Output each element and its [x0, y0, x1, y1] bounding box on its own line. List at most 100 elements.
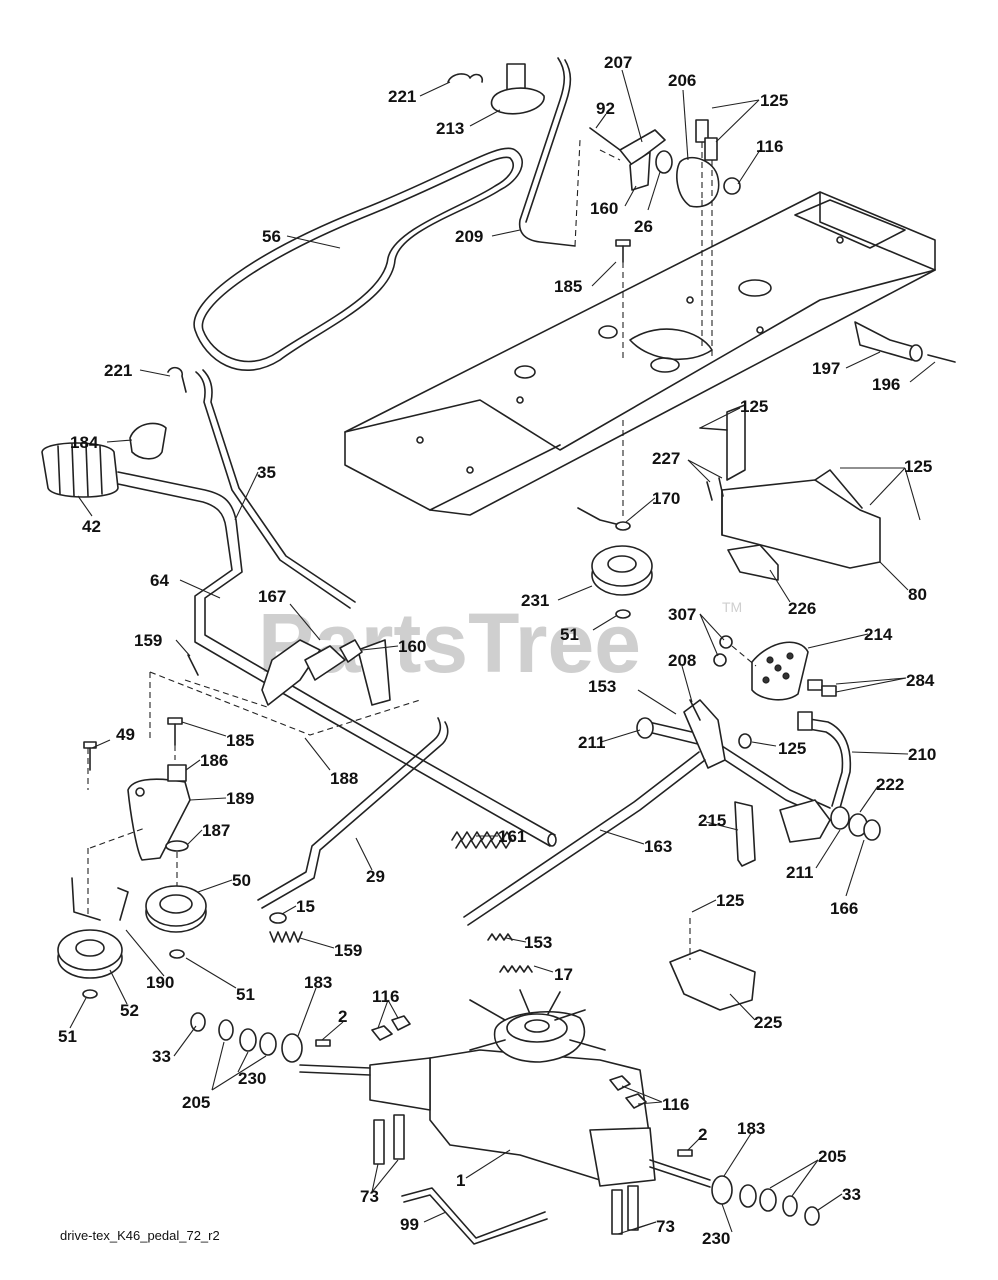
rod-99-part[interactable]: [401, 1187, 548, 1245]
rod-35-part[interactable]: [195, 369, 356, 609]
keeper-221-top[interactable]: [447, 73, 484, 83]
pulley-231-part[interactable]: [591, 545, 653, 619]
callout-99: 99: [400, 1215, 419, 1234]
callout-42: 42: [82, 517, 101, 536]
bracket-226-part[interactable]: [727, 544, 779, 581]
callout-26: 26: [634, 217, 653, 236]
spring-17-part[interactable]: [499, 965, 533, 973]
callout-51: 51: [560, 625, 579, 644]
idler-arm-189-part[interactable]: [87, 748, 191, 915]
callout-205: 205: [182, 1093, 210, 1112]
callout-2: 2: [698, 1125, 707, 1144]
plate-215-part[interactable]: [734, 801, 756, 867]
callout-187: 187: [202, 821, 230, 840]
rod-163-part[interactable]: [463, 751, 706, 926]
knob-213-part[interactable]: [490, 63, 545, 115]
clip-160-mid[interactable]: [339, 639, 363, 663]
bracket-125-top-right[interactable]: [699, 404, 746, 481]
callout-213: 213: [436, 119, 464, 138]
callout-35: 35: [257, 463, 276, 482]
keeper-170-part[interactable]: [577, 420, 631, 531]
spring-153-part[interactable]: [487, 933, 513, 941]
keeper-221-mid[interactable]: [167, 366, 187, 393]
callout-15: 15: [296, 897, 315, 916]
callout-161: 161: [498, 827, 526, 846]
washer-211-mid[interactable]: [636, 717, 654, 739]
spring-161-part[interactable]: [451, 831, 513, 849]
drive-belt-part[interactable]: [193, 147, 523, 371]
callout-222: 222: [876, 775, 904, 794]
rod-29-part[interactable]: [257, 717, 449, 909]
callout-208: 208: [668, 651, 696, 670]
nuts-116-left[interactable]: [371, 1015, 411, 1041]
bracket-206-part[interactable]: [655, 119, 741, 360]
bushing-187-part[interactable]: [165, 840, 189, 852]
callout-197: 197: [812, 359, 840, 378]
nuts-116-right[interactable]: [609, 1075, 647, 1109]
clip-15-part[interactable]: [269, 912, 287, 924]
callout-226: 226: [788, 599, 816, 618]
callout-209: 209: [455, 227, 483, 246]
pedal-214-part[interactable]: [713, 635, 809, 701]
guard-190-part[interactable]: [71, 877, 129, 921]
callout-160: 160: [398, 637, 426, 656]
arm-208-part[interactable]: [683, 699, 726, 769]
keys-2[interactable]: [315, 1039, 693, 1157]
washers-left[interactable]: [190, 1012, 303, 1063]
callout-159: 159: [134, 631, 162, 650]
callout-51: 51: [58, 1027, 77, 1046]
callout-206: 206: [668, 71, 696, 90]
bracket-80-part[interactable]: [721, 469, 881, 569]
washers-right[interactable]: [711, 1175, 820, 1226]
idler-pulley-50-part[interactable]: [145, 852, 207, 959]
callout-307: 307: [668, 605, 696, 624]
shaft-64-part[interactable]: [117, 471, 557, 847]
pin-125-mid[interactable]: [738, 733, 752, 749]
bolts-73-left[interactable]: [373, 1114, 405, 1165]
callout-33: 33: [842, 1185, 861, 1204]
callout-80: 80: [908, 585, 927, 604]
frame-part[interactable]: [344, 191, 936, 516]
bolt-185-mid[interactable]: [167, 717, 183, 760]
leader-lines: [69, 69, 936, 1235]
callout-29: 29: [366, 867, 385, 886]
bracket-188-part[interactable]: [149, 671, 421, 740]
callout-166: 166: [830, 899, 858, 918]
bolt-185-top[interactable]: [615, 239, 631, 360]
pad-284-part[interactable]: [807, 679, 837, 697]
bolts-73-right[interactable]: [611, 1185, 639, 1235]
callout-163: 163: [644, 837, 672, 856]
callout-211: 211: [578, 733, 605, 752]
bracket-207-part[interactable]: [589, 127, 666, 191]
knob-184-part[interactable]: [129, 422, 167, 460]
lift-rod-209-part[interactable]: [518, 57, 581, 247]
spacer-186-part[interactable]: [167, 764, 187, 782]
bolt-227-part[interactable]: [706, 477, 724, 501]
transaxle-1-part[interactable]: [299, 989, 711, 1188]
pulley-52-part[interactable]: [57, 929, 123, 999]
callout-153: 153: [588, 677, 616, 696]
callout-221: 221: [104, 361, 132, 380]
callout-1: 1: [456, 1171, 465, 1190]
callout-221: 221: [388, 87, 416, 106]
callout-73: 73: [360, 1187, 379, 1206]
callout-125: 125: [778, 739, 806, 758]
callout-225: 225: [754, 1013, 782, 1032]
callout-56: 56: [262, 227, 281, 246]
pin-159-top[interactable]: [187, 654, 199, 676]
callout-215: 215: [698, 811, 726, 830]
arm-167-part[interactable]: [261, 639, 391, 706]
grip-42-part[interactable]: [41, 442, 119, 498]
spring-159-bottom[interactable]: [269, 931, 303, 943]
callout-188: 188: [330, 769, 358, 788]
bolt-49-part[interactable]: [83, 741, 97, 771]
callout-116: 116: [756, 137, 783, 156]
arm-right-part[interactable]: [779, 799, 881, 843]
callout-51: 51: [236, 985, 255, 1004]
bracket-225-part[interactable]: [669, 918, 756, 1011]
pedal-rod-210-part[interactable]: [797, 711, 852, 809]
callout-116: 116: [372, 987, 399, 1006]
callout-230: 230: [238, 1069, 266, 1088]
bracket-197-part[interactable]: [854, 321, 956, 363]
